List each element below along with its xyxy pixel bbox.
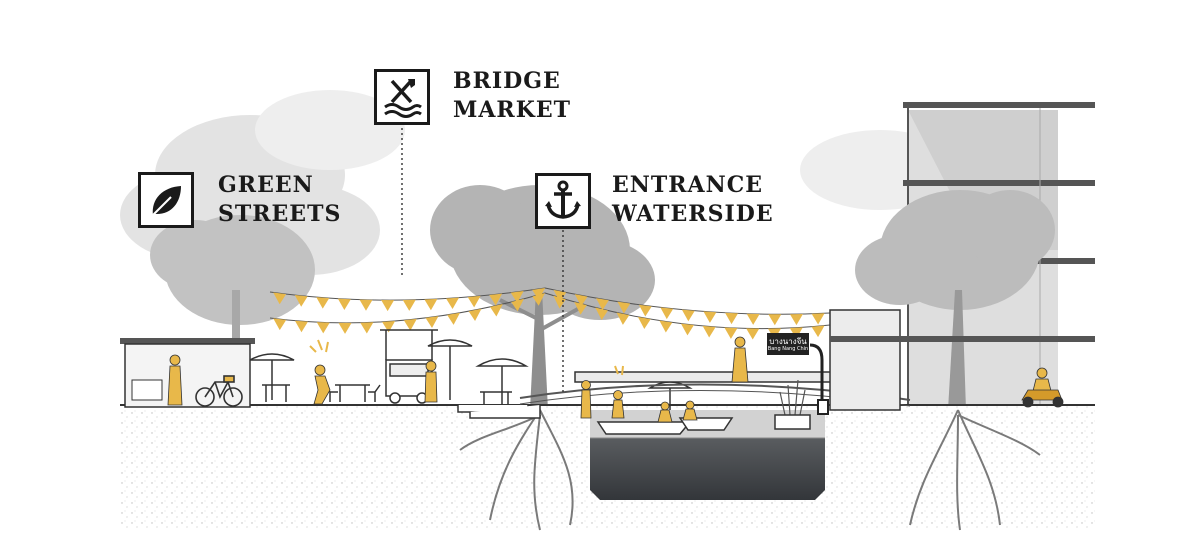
bunting-flag: [680, 323, 694, 336]
leaf-icon: [152, 186, 181, 216]
bunting-flag: [489, 293, 503, 306]
bunting-flags: [269, 287, 831, 330]
bunting-flag: [617, 301, 631, 314]
bunting-flag: [402, 299, 416, 311]
bridge-market-line1: BRIDGE: [453, 68, 561, 94]
leader-lines: [401, 128, 564, 395]
bunting-flag: [789, 327, 803, 339]
bunting-flag: [382, 320, 396, 333]
bunting-flag: [511, 298, 524, 312]
bunting-flag: [768, 314, 782, 326]
bus-shelter: [120, 338, 255, 408]
bunting-flag: [447, 312, 461, 325]
bunting-flag: [532, 293, 545, 306]
bunting-flag: [811, 313, 825, 325]
bunting-flag: [681, 309, 695, 322]
bunting-flag: [553, 295, 566, 309]
bunting-flag: [273, 292, 287, 305]
food-cart: [380, 329, 438, 404]
bunting-flag: [424, 298, 438, 311]
green-streets-line2: STREETS: [218, 201, 342, 227]
bunting-flag: [660, 307, 674, 320]
tree-roots: [459, 409, 1041, 531]
bunting-flag: [637, 316, 651, 329]
cafe-furniture: [262, 384, 512, 405]
entrance-waterside-label: ENTRANCE WATERSIDE: [612, 171, 774, 229]
bunting-flag: [468, 308, 482, 321]
bunting-flag: [789, 313, 803, 326]
bunting-flag: [595, 307, 608, 321]
bunting-flag: [467, 295, 481, 308]
entrance-waterside-line2: WATERSIDE: [612, 201, 774, 227]
bunting-flag: [574, 294, 588, 307]
green-streets-label: GREEN STREETS: [218, 171, 341, 229]
bunting-flag: [510, 291, 524, 303]
bunting-flag: [490, 304, 503, 317]
bunting-flag: [638, 304, 652, 317]
bridge-market-icon-box: [374, 69, 430, 125]
bunting-flag: [702, 325, 716, 338]
fork-knife-waves-icon: [384, 79, 422, 118]
person-boat-2: [682, 400, 698, 421]
bunting-flag: [596, 298, 609, 311]
bunting-flag: [811, 325, 825, 338]
lamp-post: [809, 343, 829, 415]
street-sign-plate: [767, 333, 809, 355]
right-platform: [829, 309, 1095, 411]
entrance-waterside-icon-box: [535, 173, 591, 229]
person-boat-1: [657, 401, 673, 423]
activity-marks: [309, 339, 624, 376]
tree-right: [855, 190, 1055, 410]
bunting-flag: [746, 313, 760, 325]
bunting-flag: [532, 288, 546, 300]
planter-cart: [774, 414, 811, 430]
bicycle: [195, 375, 243, 407]
bunting-flag: [725, 312, 739, 325]
bunting-flag: [425, 316, 439, 329]
bunting-flag: [553, 289, 567, 303]
bunting-flag: [316, 297, 330, 309]
bunting-flag: [574, 301, 587, 315]
street-sign-thai: บางนางจีน: [769, 337, 807, 346]
bunting-flag: [359, 299, 373, 311]
bunting-flag: [360, 322, 374, 334]
person-walking: [313, 364, 331, 405]
bunting-flag: [659, 320, 673, 333]
bunting-flag: [294, 295, 308, 307]
green-streets-line1: GREEN: [218, 172, 314, 198]
person-bridge: [731, 336, 749, 383]
person-cart: [424, 360, 438, 403]
bunting-flag: [294, 320, 308, 333]
canal-plants: [779, 379, 806, 416]
people: [167, 336, 1064, 423]
bunting-flag: [703, 311, 717, 323]
person-steps: [580, 380, 592, 419]
green-streets-icon-box: [138, 172, 194, 228]
bunting-flag: [616, 312, 630, 325]
bunting-flag: [446, 297, 460, 310]
scooter-rider: [1021, 367, 1064, 408]
bunting-flag: [337, 298, 351, 310]
anchor-icon: [545, 180, 581, 219]
bunting-flag: [381, 300, 395, 312]
entrance-waterside-line1: ENTRANCE: [612, 172, 763, 198]
bridge-market-line2: MARKET: [453, 97, 571, 123]
canal-steps: [457, 405, 541, 419]
bunting-flag: [746, 328, 760, 340]
bunting-flag: [338, 322, 352, 334]
bunting-flag: [316, 322, 330, 334]
bunting-flag: [273, 318, 287, 331]
person-kiosk: [167, 354, 183, 406]
person-sitting: [611, 390, 625, 419]
bunting-flag: [724, 327, 738, 339]
bunting-flag: [403, 318, 417, 331]
bridge-market-label: BRIDGE MARKET: [453, 67, 571, 125]
street-sign-latin: Bang Nang Chin: [767, 346, 809, 352]
